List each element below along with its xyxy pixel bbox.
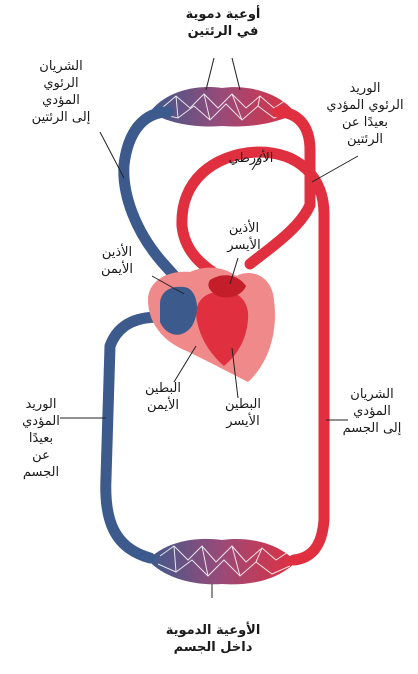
label-lung-capillaries: أوعية دموية في الرئتين (150, 6, 296, 40)
body-capillary-bed (148, 539, 296, 585)
label-body-capillaries: الأوعية الدموية داخل الجسم (138, 622, 288, 656)
label-left-atrium: الأذين الأيسر (200, 220, 288, 254)
label-aorta: الأورطي (210, 150, 292, 167)
label-left-ventricle: البطين الأيسر (200, 396, 286, 430)
lung-capillary-bed (150, 87, 296, 127)
label-pulmonary-artery: الشريان الرئوي المؤدي إلى الرئتين (6, 58, 116, 126)
label-pulmonary-vein: الوريد الرئوي المؤدي بعيدًا عن الرئتين (316, 80, 414, 148)
label-right-ventricle: البطين الأيمن (120, 380, 206, 414)
label-body-vein: الوريد المؤدي بعيدًا عن الجسم (6, 396, 76, 481)
label-body-artery: الشريان المؤدي إلى الجسم (330, 386, 414, 437)
label-right-atrium: الأذين الأيمن (76, 244, 158, 278)
